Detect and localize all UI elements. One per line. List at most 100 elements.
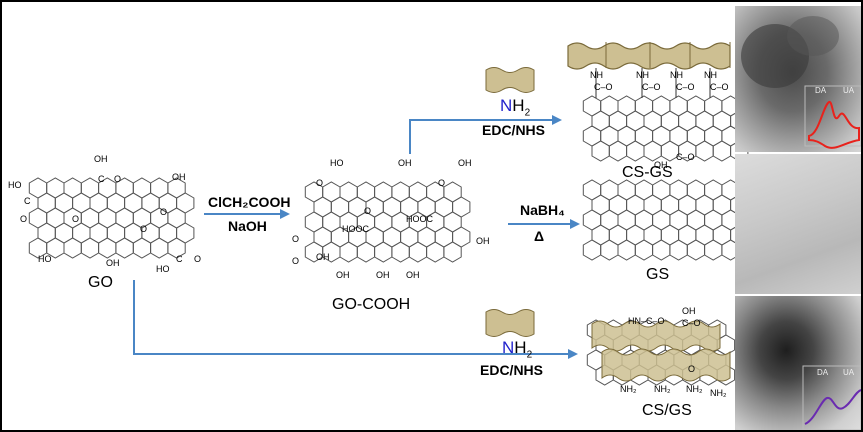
- csgs-co-3: C–O: [676, 82, 695, 92]
- cs-gs-graphene-lattice: [582, 95, 749, 162]
- go-o-top: O: [114, 174, 122, 184]
- amine-label-lower: NH2: [502, 338, 533, 361]
- hexagon-ring: [339, 241, 358, 263]
- go-oh-bottom: OH: [106, 258, 120, 268]
- hexagon-ring: [643, 140, 662, 162]
- hexagon-ring: [115, 237, 134, 259]
- hexagon-ring: [582, 239, 602, 261]
- reagent-nabh4: NaBH₄: [520, 202, 565, 218]
- gocooh-oh-b3: OH: [376, 270, 390, 280]
- chitosan-overlay-composite: [591, 320, 731, 382]
- csgs2-nh2-2: NH₂: [654, 384, 671, 394]
- csgs-oh-bottom: OH: [654, 160, 668, 170]
- gocooh-o-left2: O: [292, 256, 300, 266]
- gocooh-oh-2: OH: [458, 158, 472, 168]
- hexagon-ring: [608, 140, 628, 162]
- tem-image-cs-gs: DA UA: [735, 6, 861, 152]
- gocooh-oh-b2: OH: [336, 270, 350, 280]
- go-o-ring1: O: [72, 214, 80, 224]
- cs-gs-label: CS-GS: [622, 164, 673, 181]
- hexagon-ring: [695, 140, 714, 162]
- gocooh-o-left: O: [292, 234, 300, 244]
- hexagon-ring: [391, 241, 410, 263]
- cv-curve-red: [808, 100, 860, 149]
- hexagon-ring: [626, 140, 645, 162]
- go-ho-bottom2: HO: [156, 264, 170, 274]
- go-oh-top: OH: [94, 154, 108, 164]
- gs-graphene-lattice: [582, 179, 749, 261]
- go-ho-bottom: HO: [38, 254, 52, 264]
- tem-image-cs-gs-composite: DA UA: [735, 296, 861, 430]
- reagent-edc-nhs-lower: EDC/NHS: [480, 362, 544, 378]
- go-cooh-label: GO-COOH: [332, 296, 411, 313]
- go-o-left: O: [20, 214, 28, 224]
- gocooh-o-1: O: [316, 178, 324, 188]
- gocooh-o-2: O: [438, 178, 446, 188]
- gocooh-oh-b1: OH: [316, 252, 330, 262]
- hexagon-ring: [704, 239, 723, 261]
- hexagon-ring: [98, 237, 117, 259]
- hexagon-ring: [426, 241, 445, 263]
- csgs2-oh-top: OH: [682, 306, 696, 316]
- arrow-composite: [133, 280, 578, 359]
- hexagon-ring: [167, 237, 186, 259]
- csgs2-nh2-1: NH₂: [620, 384, 637, 394]
- go-c-top: C: [98, 174, 105, 184]
- reaction-arrows: [133, 115, 580, 359]
- go-c-bottom: C: [176, 254, 183, 264]
- csgs-co-2: C–O: [642, 82, 661, 92]
- csgs-co-1: C–O: [594, 82, 613, 92]
- reagent-edc-nhs-upper: EDC/NHS: [482, 122, 546, 138]
- gocooh-oh-1: OH: [398, 158, 412, 168]
- go-o-bottom: O: [194, 254, 202, 264]
- csgs-co-bottom: C–O: [676, 152, 695, 162]
- hexagon-ring: [80, 237, 100, 259]
- go-o-ring2: O: [140, 224, 148, 234]
- chitosan-reagent-icon-lower: [485, 309, 535, 337]
- tem-label-ua-2: UA: [843, 368, 855, 377]
- go-ho-left: HO: [8, 180, 22, 190]
- tem-label-da-1: DA: [815, 86, 827, 95]
- csgs-nh-3: NH: [670, 70, 683, 80]
- gocooh-hooc-2: HOOC: [406, 214, 433, 224]
- reagent-chloroacetic-acid: ClCH₂COOH: [208, 194, 291, 210]
- cv-curve-purple: [804, 389, 861, 425]
- hexagon-ring: [652, 239, 671, 261]
- csgs2-nh2-3: NH₂: [686, 384, 703, 394]
- csgs-nh-2: NH: [636, 70, 649, 80]
- arrow-covalent-coupling: [409, 115, 562, 154]
- chitosan-reagent-icon-upper: [485, 67, 535, 93]
- hexagon-ring: [443, 241, 462, 263]
- hexagon-ring: [600, 239, 619, 261]
- csgs-nh-4: NH: [704, 70, 717, 80]
- csgs2-nh2-4: NH₂: [710, 388, 727, 398]
- hexagon-ring: [617, 239, 636, 261]
- hexagon-ring: [712, 140, 732, 162]
- csgs2-o-ring: O: [688, 364, 696, 374]
- csgs2-hn-c-o: HN–C–O: [628, 316, 665, 326]
- gocooh-oh-b4: OH: [406, 270, 420, 280]
- go-c-left: C: [24, 196, 31, 206]
- gocooh-oh-right: OH: [476, 236, 490, 246]
- tem-label-da-2: DA: [817, 368, 829, 377]
- go-oh-right: OH: [172, 172, 186, 182]
- chitosan-chain-covalent: [567, 42, 731, 98]
- go-label: GO: [88, 274, 113, 291]
- hexagon-ring: [591, 140, 610, 162]
- go-cooh-graphene-lattice: [304, 181, 471, 263]
- hexagon-ring: [669, 239, 688, 261]
- go-o-ring3: O: [160, 207, 168, 217]
- gocooh-hooc-1: HOOC: [342, 224, 369, 234]
- csgs2-co-top: C–O: [682, 318, 701, 328]
- csgs-co-4: C–O: [710, 82, 729, 92]
- amine-label-upper: NH2: [500, 96, 531, 119]
- gocooh-o-ring: O: [364, 206, 372, 216]
- hexagon-ring: [132, 237, 152, 259]
- hexagon-ring: [634, 239, 654, 261]
- cs-gs-composite-label: CS/GS: [642, 402, 692, 419]
- csgs-nh-1: NH: [590, 70, 603, 80]
- hexagon-ring: [374, 241, 393, 263]
- hexagon-ring: [408, 241, 428, 263]
